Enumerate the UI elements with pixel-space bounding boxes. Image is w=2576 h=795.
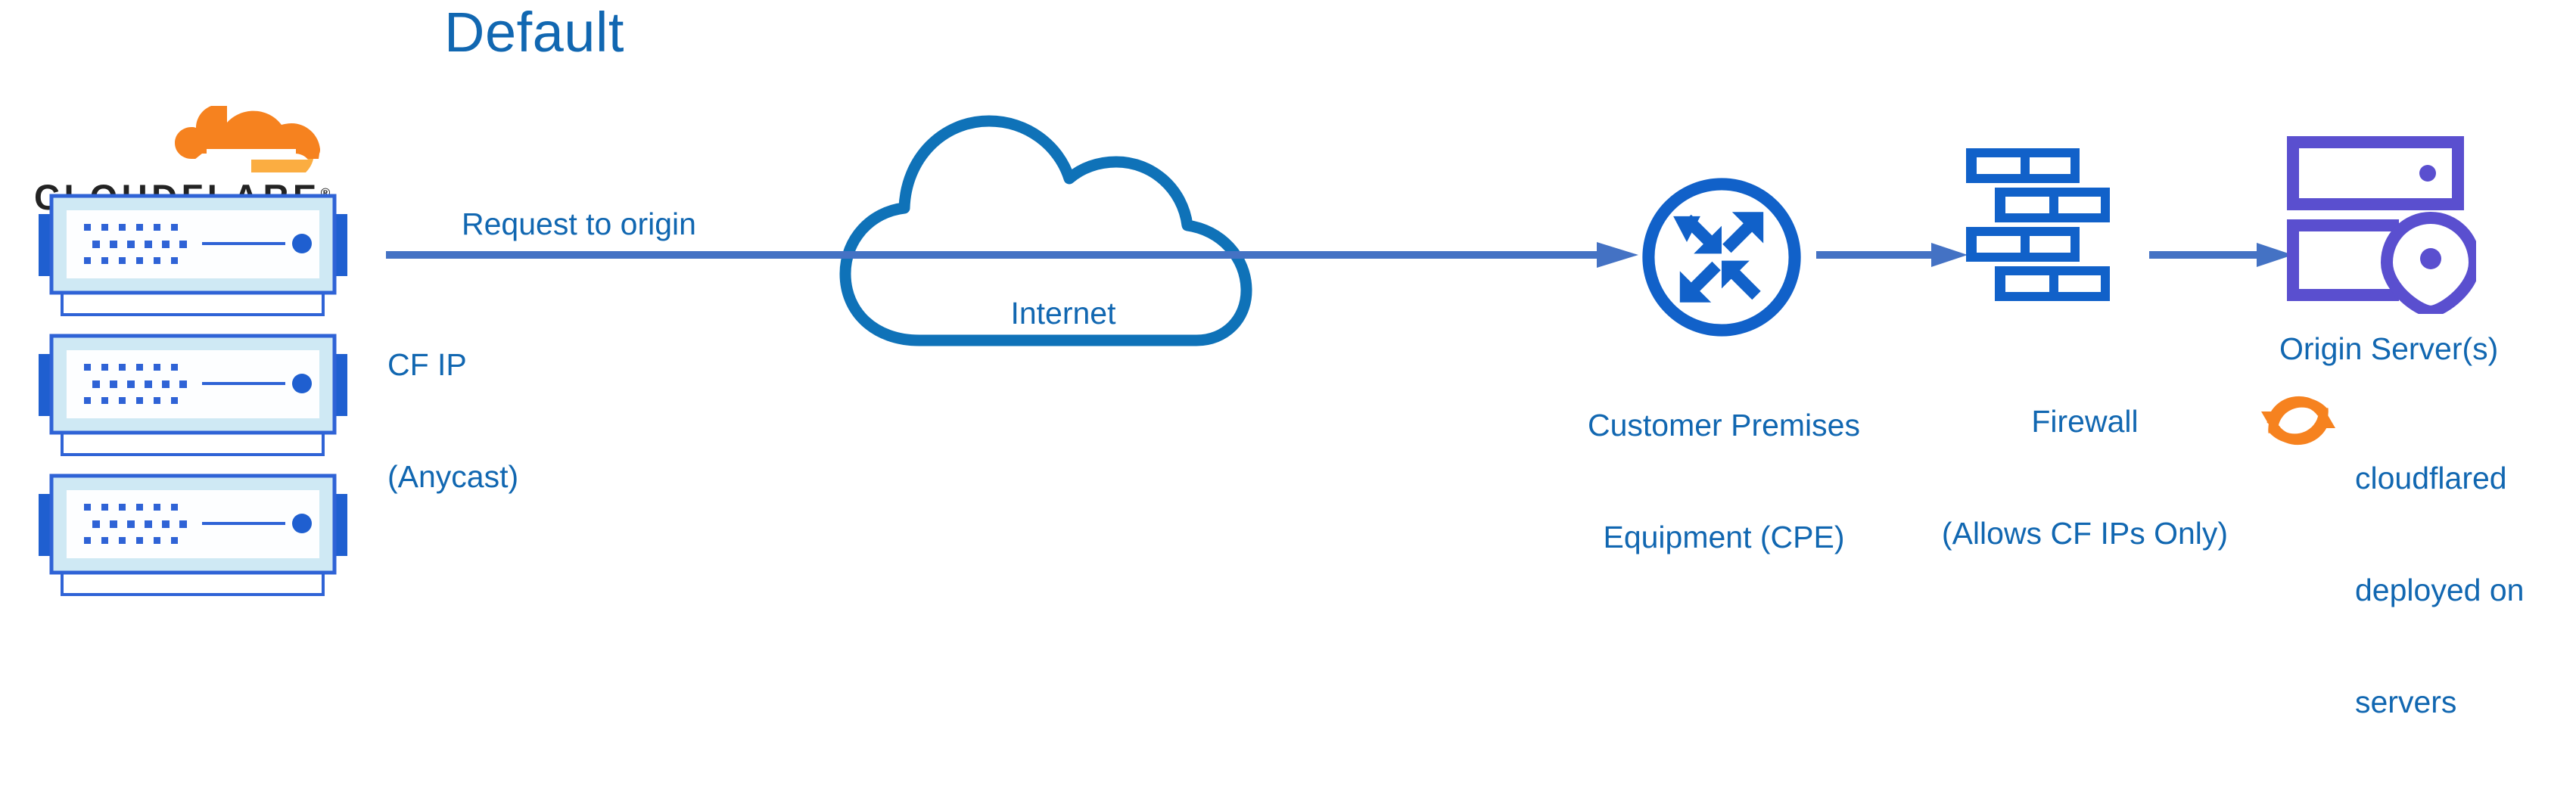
arrow-right-icon (2149, 243, 2293, 267)
brick-wall-icon (1966, 148, 2110, 301)
origin-server-node (2287, 136, 2481, 318)
server-stack-icon (39, 474, 347, 596)
cloudflared-label-line1: cloudflared (2355, 461, 2507, 496)
cf-ip-label-line2: (Anycast) (387, 458, 519, 494)
server-stack-item-2 (26, 329, 359, 461)
cpe-label-line1: Customer Premises (1588, 408, 1860, 443)
cloud-icon (839, 115, 1252, 346)
cloudflared-label-line2: deployed on (2355, 572, 2525, 607)
origin-server-label: Origin Server(s) (2279, 331, 2499, 366)
server-stack-icon (39, 194, 347, 316)
router-icon (1642, 178, 1801, 337)
internet-label: Internet (1010, 296, 1116, 331)
arrow-right-icon (1816, 243, 1968, 267)
arrow-right-icon (386, 242, 1638, 268)
firewall-label-line2: (Allows CF IPs Only) (1941, 515, 2229, 551)
cloudflared-sync-node (2257, 378, 2340, 461)
firewall-label-line1: Firewall (2031, 404, 2139, 439)
cf-ip-anycast-label: CF IP (Anycast) (387, 272, 660, 570)
server-stack-item-3 (26, 469, 359, 601)
server-stack-item-1 (26, 189, 359, 321)
diagram-canvas: Default CLOUDFLARE® (26, 1, 2525, 719)
origin-server-icon (2287, 136, 2481, 318)
cpe-label: Customer Premises Equipment (CPE) (1557, 333, 1890, 631)
cloudflared-label-line3: servers (2355, 684, 2457, 719)
cloudflared-annotation-label: cloudflared deployed on servers (2355, 386, 2576, 795)
request-to-origin-label: Request to origin (462, 207, 696, 241)
firewall-label: Firewall (Allows CF IPs Only) (1915, 329, 2255, 627)
cpe-label-line2: Equipment (CPE) (1603, 519, 1845, 554)
arrow-edge-to-cpe (386, 241, 1638, 271)
cpe-router-node (1635, 170, 1809, 344)
arrow-firewall-to-origin (2149, 242, 2293, 269)
server-stack-icon (39, 334, 347, 456)
arrow-cpe-to-firewall (1816, 242, 1968, 269)
firewall-node (1960, 144, 2119, 306)
sync-refresh-icon (2261, 396, 2335, 446)
cf-ip-label-line1: CF IP (387, 347, 467, 383)
cloudflare-cloud-logo-icon (175, 104, 320, 172)
internet-cloud-shape (829, 98, 1298, 348)
page-title: Default (444, 1, 624, 64)
